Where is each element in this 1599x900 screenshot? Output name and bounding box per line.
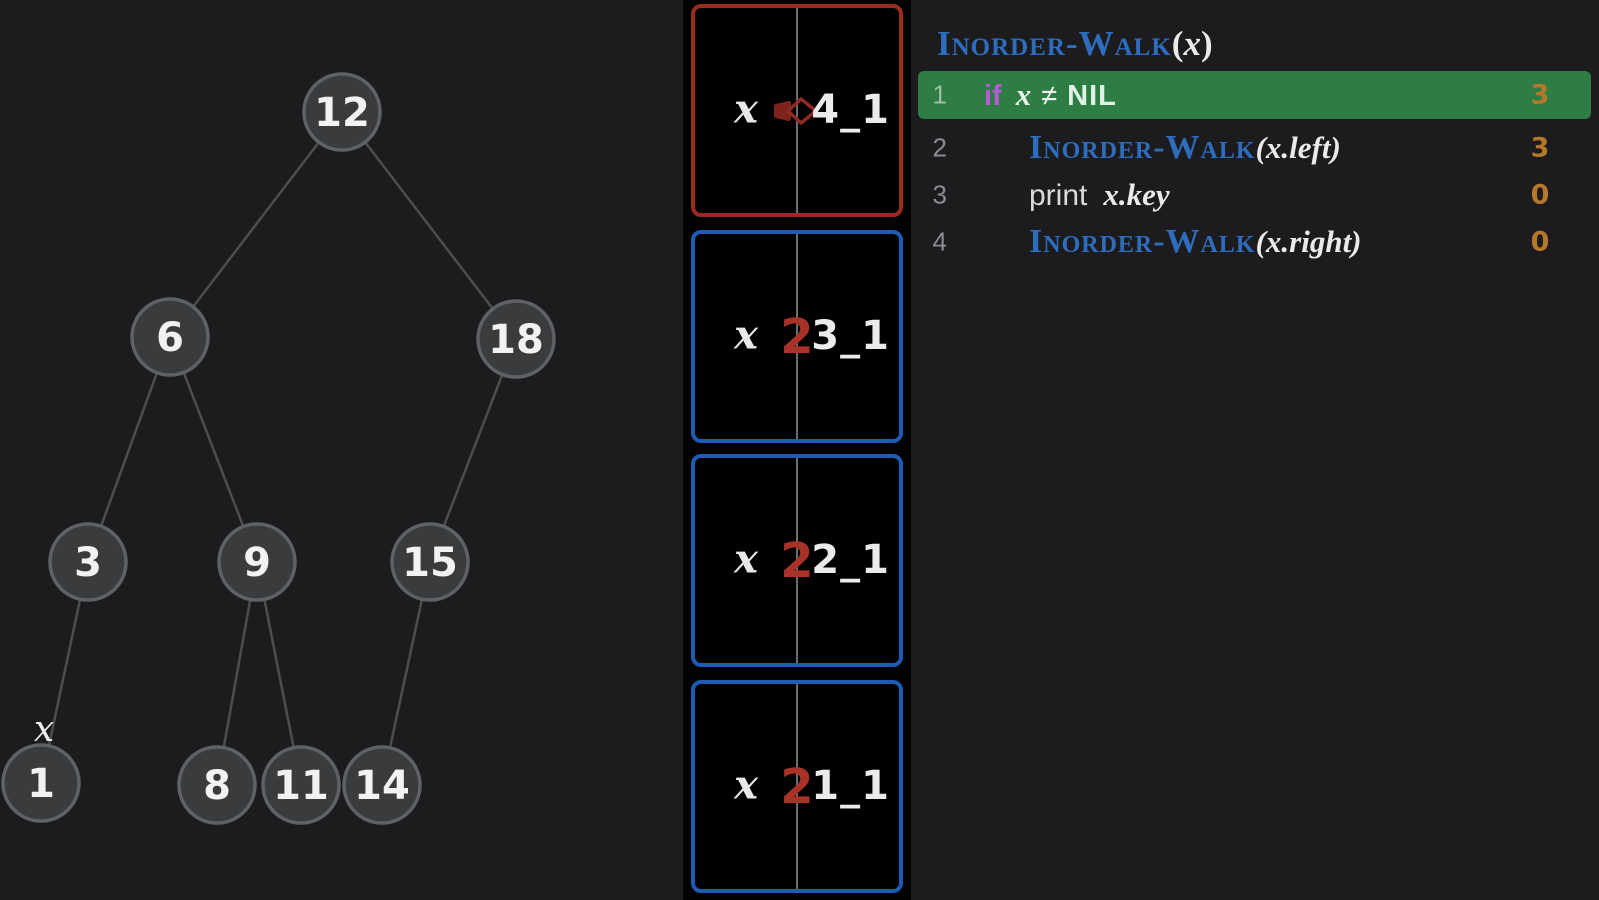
execution-count: 0 — [1530, 179, 1550, 210]
stack-frame-1_1: x 2 1_1 — [691, 680, 903, 893]
tree-node-label: 18 — [488, 317, 544, 363]
tree-node-9: 9 — [217, 522, 297, 602]
procedure-name: Inorder-Walk — [937, 24, 1172, 63]
suspended-line-marker: 2 — [780, 532, 814, 589]
frame-var-name: x — [734, 535, 758, 583]
tree-node-11: 11 — [261, 745, 341, 825]
tree-node-label: 8 — [203, 763, 231, 809]
tree-edge-6-9 — [168, 336, 259, 563]
frame-divider — [796, 684, 798, 889]
call-name: Inorder-Walk — [1029, 128, 1256, 166]
code-line-2: 2 Inorder-Walk(x.left) 3 — [911, 124, 1599, 171]
tree-node-label: 3 — [74, 540, 102, 586]
tree-edge-18-15 — [428, 338, 518, 563]
tree-edge-12-6 — [169, 111, 343, 338]
execution-pointer-icon — [773, 94, 821, 128]
procedure-arg: x — [1183, 24, 1201, 63]
tree-node-6: 6 — [130, 297, 210, 377]
tree-node-18: 18 — [476, 299, 556, 379]
tree-node-label: 12 — [314, 90, 370, 136]
tree-edge-6-3 — [86, 336, 172, 563]
tree-edge-12-18 — [341, 111, 517, 340]
execution-count: 3 — [1530, 132, 1550, 163]
current-line-highlight — [918, 71, 1591, 119]
tree-node-3: 3 — [48, 522, 128, 602]
tree-node-label: 1 — [27, 761, 55, 807]
frame-value: 4_1 — [811, 86, 890, 133]
frame-var-name: x — [734, 311, 758, 359]
tree-node-15: 15 — [390, 522, 470, 602]
frame-value: 2_1 — [811, 536, 890, 583]
keyword-print: print — [1029, 178, 1088, 212]
frame-value: 1_1 — [811, 762, 890, 809]
line-number: 2 — [932, 132, 947, 162]
line-number: 1 — [932, 79, 947, 110]
stack-frame-4_1: x 4_1 — [691, 4, 903, 217]
execution-count: 3 — [1530, 79, 1550, 111]
tree-node-1: 1 — [1, 743, 81, 823]
line-number: 3 — [932, 179, 947, 209]
suspended-line-marker: 2 — [780, 758, 814, 815]
tree-node-8: 8 — [177, 745, 257, 825]
line-number: 4 — [932, 226, 947, 256]
frame-divider — [796, 234, 798, 439]
suspended-line-marker: 2 — [780, 308, 814, 365]
frame-value: 3_1 — [811, 312, 890, 359]
tree-node-label: 15 — [402, 540, 458, 586]
tree-node-label: 11 — [273, 763, 329, 809]
frame-divider — [796, 458, 798, 663]
call-stack-panel: x 4_1 x 2 3_1 x 2 2_1 x 2 1_1 — [683, 0, 911, 900]
tree-node-14: 14 — [342, 745, 422, 825]
keyword-if: if — [984, 80, 1002, 112]
call-name: Inorder-Walk — [1029, 222, 1256, 260]
frame-var-name: x — [734, 761, 758, 809]
tree-pointer-x-label: x — [34, 709, 54, 750]
tree-node-label: 14 — [354, 763, 410, 809]
tree-node-12: 12 — [302, 72, 382, 152]
stack-frame-3_1: x 2 3_1 — [691, 230, 903, 443]
execution-count: 0 — [1530, 226, 1550, 257]
stack-frame-2_1: x 2 2_1 — [691, 454, 903, 667]
frame-divider — [796, 8, 798, 213]
tree-node-label: 9 — [243, 540, 271, 586]
code-line-4: 4 Inorder-Walk(x.right) 0 — [911, 218, 1599, 265]
procedure-title: Inorder-Walk(x) — [937, 24, 1213, 63]
tree-node-label: 6 — [156, 315, 184, 361]
frame-var-name: x — [734, 85, 758, 133]
